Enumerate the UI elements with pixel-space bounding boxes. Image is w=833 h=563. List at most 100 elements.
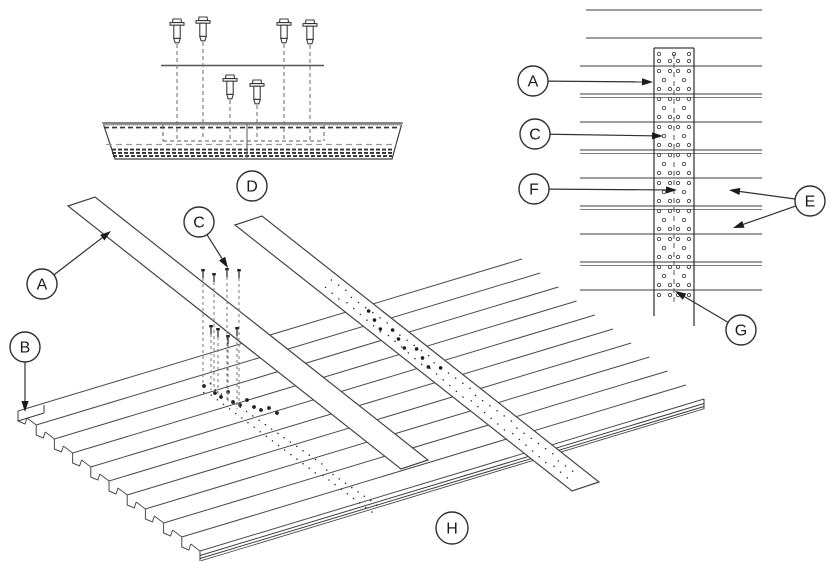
bolt-tip <box>306 38 314 45</box>
fastener-dot <box>414 357 416 360</box>
fastener-dot <box>474 394 477 397</box>
plank-edge-rib <box>144 509 155 523</box>
fastener-dot <box>481 399 484 402</box>
fastener-dot <box>435 373 438 375</box>
strip-hole <box>675 86 681 92</box>
fastener-head <box>216 328 220 331</box>
fastener-head <box>212 273 216 276</box>
deck-plank-line <box>90 314 595 468</box>
fastener-dot <box>386 322 388 324</box>
strip-hole <box>675 180 681 186</box>
leader-line <box>684 296 729 323</box>
leader-line <box>743 205 797 225</box>
strip-hole <box>675 236 681 242</box>
strip-hole <box>656 254 662 260</box>
bolt-shank <box>199 22 207 37</box>
strip-hole <box>656 282 662 288</box>
fastener-dot <box>571 470 574 472</box>
fastener-dot <box>340 488 342 490</box>
strip-hole <box>686 142 692 148</box>
strip-hole <box>656 152 662 158</box>
callout-circle <box>519 118 551 150</box>
strip-hole <box>661 161 667 167</box>
arrowhead-icon <box>21 401 29 412</box>
bolt-hex <box>304 19 316 25</box>
fastener-dot <box>379 317 381 319</box>
callout-letter: F <box>529 182 539 199</box>
leader-line <box>206 234 223 260</box>
fastener-dot <box>337 284 340 286</box>
fastener-dot <box>442 379 444 381</box>
strip-hole <box>667 86 673 92</box>
bolt-hex <box>171 18 183 24</box>
fastener-dot <box>352 497 355 500</box>
fastener-dot <box>483 411 486 414</box>
strip-hole <box>686 114 692 120</box>
fastener-dot <box>518 438 521 441</box>
fastener-head-dot <box>219 395 223 399</box>
callout-letter: G <box>735 323 747 340</box>
callout-b-deck-edge: B <box>9 331 41 412</box>
fastener-head-dot <box>420 356 425 360</box>
strip-hole <box>675 152 681 158</box>
callout-circle <box>435 511 469 545</box>
fastener-dot <box>330 279 333 281</box>
strip-hole <box>656 264 662 270</box>
plank-edge-rib-diagonal <box>99 473 110 482</box>
fastener-dot <box>372 325 375 327</box>
fastener-dot <box>400 346 403 348</box>
strip-hole <box>686 226 692 232</box>
fastener-head-dot <box>372 318 377 322</box>
fastener-dot <box>566 477 569 479</box>
strip-hole <box>667 264 673 270</box>
fastener-dot <box>222 403 225 406</box>
strip-hole <box>675 254 681 260</box>
callout-letter: C <box>529 127 541 144</box>
fastener-dot <box>530 437 533 440</box>
callout-e-plan-planks: E <box>729 185 826 228</box>
strip-hole <box>656 208 662 214</box>
fastener-dot <box>352 307 355 310</box>
fastener-head-dot <box>438 366 443 370</box>
fastener-dot <box>553 465 555 468</box>
strip-hole <box>686 254 692 260</box>
fastener-dot <box>406 339 408 342</box>
fastener-head-dot <box>202 384 206 388</box>
fastener-dot <box>516 427 518 429</box>
fastener-dot <box>241 417 243 419</box>
bolt-shank <box>306 25 314 40</box>
bolt-icon <box>195 16 211 42</box>
fastener-head-dot <box>426 365 431 369</box>
callout-h-deck-assembly: H <box>435 511 469 545</box>
bolt-icon <box>169 18 185 44</box>
plank-edge-rib <box>163 523 174 537</box>
strip-hole <box>667 114 673 120</box>
fastener-head-dot <box>414 347 419 351</box>
fastener-dot <box>308 454 311 456</box>
fastener-dot <box>270 428 273 430</box>
callout-c-fasteners-iso: C <box>183 206 228 268</box>
bolt-icon <box>222 74 238 100</box>
fastener-dot <box>338 478 341 480</box>
fastener-head-dot <box>259 408 263 412</box>
arrowhead-icon <box>733 220 745 228</box>
fastener-dot <box>364 306 367 309</box>
plank-edge-rib <box>126 495 137 509</box>
strip-hole <box>661 245 667 251</box>
callout-circle <box>183 206 215 238</box>
strip-hole <box>675 208 681 214</box>
plan-view <box>580 9 762 326</box>
plank-edge-rib-diagonal <box>117 487 128 496</box>
callout-d-cross-section: D <box>236 170 268 202</box>
fastener-dot <box>369 499 372 502</box>
strip-hole <box>681 217 687 223</box>
strip-hole <box>667 254 673 260</box>
fastener-dot <box>350 296 353 299</box>
strip-hole <box>656 142 662 148</box>
fastener-dot <box>557 460 560 462</box>
strip-hole <box>681 105 687 111</box>
fastener-dot <box>455 390 458 393</box>
isometric-view <box>17 196 705 562</box>
strip-hole <box>671 51 677 57</box>
fastener-head <box>209 325 213 328</box>
